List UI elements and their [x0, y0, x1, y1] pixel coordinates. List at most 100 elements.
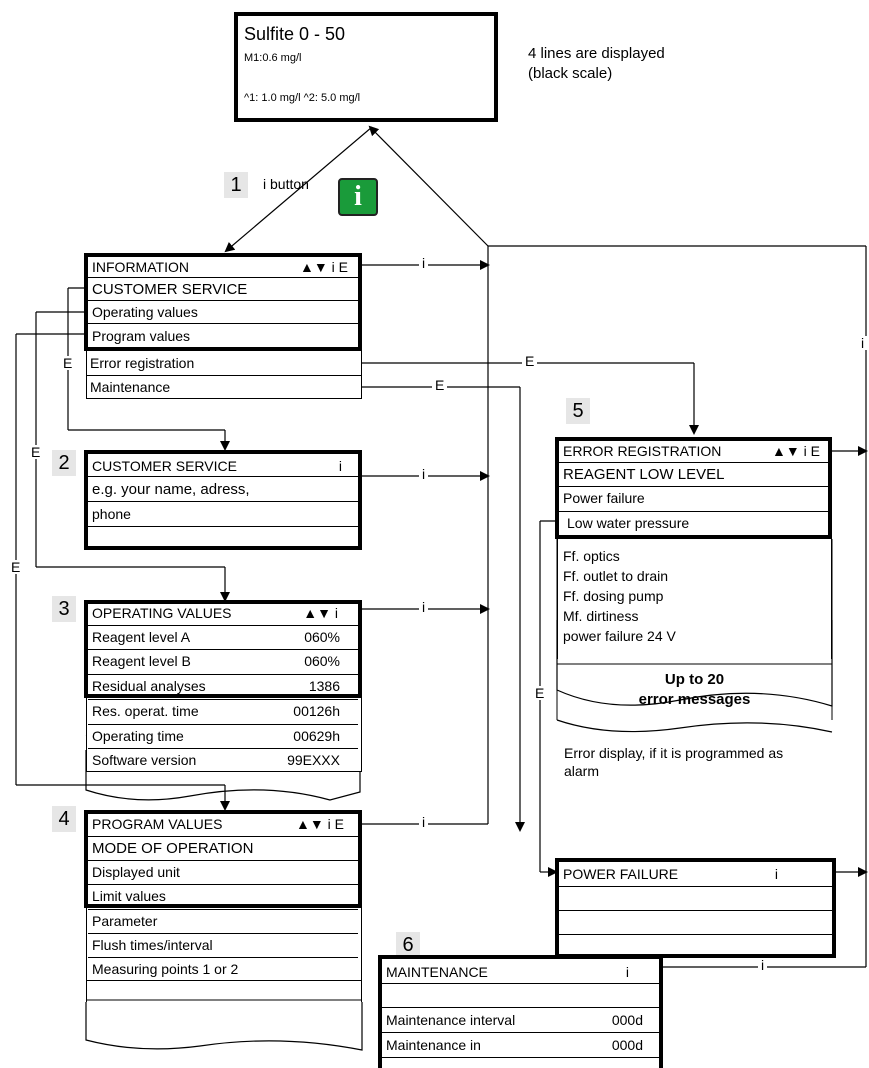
operating-values-row-label: Software version — [92, 752, 197, 768]
program-values-item[interactable]: Limit values — [88, 884, 358, 907]
divider — [88, 476, 358, 477]
maintenance-keys: i — [625, 964, 629, 980]
operating-values-row-label: Reagent level A — [92, 629, 191, 645]
error-registration-item[interactable]: Low water pressure — [559, 511, 828, 534]
customer-service-panel: CUSTOMER SERVICE i e.g. your name, adres… — [84, 450, 362, 550]
program-values-title: PROGRAM VALUES ▲▼ i E — [88, 813, 358, 835]
operating-values-row: Res. operat. time 00126h — [88, 699, 358, 722]
menu-item-customer-service[interactable]: CUSTOMER SERVICE — [92, 280, 248, 298]
operating-values-row: Operating time 00629h — [88, 724, 358, 747]
error-registration-item[interactable]: REAGENT LOW LEVEL — [559, 462, 828, 485]
customer-service-title-text: CUSTOMER SERVICE — [92, 458, 237, 474]
connector-label-e: E — [432, 378, 448, 392]
connector-label-i: i — [419, 467, 429, 481]
operating-values-row-value: 060% — [304, 629, 340, 645]
display-line4: ^1: 1.0 mg/l ^2: 5.0 mg/l — [244, 92, 361, 104]
connector-label-e: E — [522, 354, 538, 368]
connector-label-i: i — [419, 600, 429, 614]
connector-label-e: E — [60, 356, 76, 370]
divider — [559, 910, 832, 911]
maintenance-in-row: Maintenance in 000d — [382, 1033, 659, 1057]
operating-values-title-text: OPERATING VALUES — [92, 605, 232, 621]
operating-values-row-value: 00126h — [293, 703, 340, 719]
maintenance-panel: MAINTENANCE i Maintenance interval 000d … — [378, 955, 663, 1068]
information-menu — [84, 253, 362, 351]
maintenance-interval-row: Maintenance interval 000d — [382, 1008, 659, 1032]
step-number-4: 4 — [52, 806, 76, 832]
error-registration-title-text: ERROR REGISTRATION — [563, 443, 722, 459]
operating-values-row: Reagent level B 060% — [88, 649, 358, 672]
program-values-item[interactable]: Flush times/interval — [88, 933, 358, 956]
menu-item-maintenance[interactable]: Maintenance — [90, 379, 171, 395]
operating-values-row-label: Residual analyses — [92, 678, 206, 694]
customer-service-line1: e.g. your name, adress, — [92, 480, 250, 498]
divider — [88, 526, 358, 527]
menu-item-operating-values[interactable]: Operating values — [92, 304, 198, 320]
program-values-item[interactable]: MODE OF OPERATION — [88, 836, 358, 859]
menu-item-error-registration[interactable]: Error registration — [90, 355, 195, 371]
operating-values-row: Reagent level A 060% — [88, 625, 358, 648]
divider — [88, 277, 358, 278]
display-note: 4 lines are displayed (black scale) — [528, 44, 665, 83]
step-number-5: 5 — [566, 398, 590, 424]
connector-label-i: i — [758, 958, 768, 972]
display-line2: M1:0.6 mg/l — [244, 52, 302, 64]
step-number-2: 2 — [52, 450, 76, 476]
divider — [559, 886, 832, 887]
operating-values-keys: ▲▼ i — [303, 605, 338, 621]
divider — [382, 983, 659, 984]
error-note-line1: Error display, if it is programmed as — [564, 745, 784, 761]
connector-label-i: i — [419, 256, 429, 270]
error-list-item: Ff. outlet to drain — [563, 568, 669, 584]
maintenance-interval-label: Maintenance interval — [386, 1012, 516, 1028]
operating-values-title: OPERATING VALUES ▲▼ i — [88, 602, 358, 624]
connector-label-e: E — [8, 560, 24, 574]
error-registration-title: ERROR REGISTRATION ▲▼ i E — [559, 441, 828, 461]
program-values-item[interactable]: Parameter — [88, 909, 358, 932]
divider — [88, 300, 358, 301]
error-registration-item[interactable]: Power failure — [559, 486, 828, 509]
information-title: INFORMATION — [92, 259, 189, 275]
operating-values-row-label: Reagent level B — [92, 653, 191, 669]
error-registration-panel — [555, 437, 832, 539]
step-number-1: 1 — [224, 172, 248, 198]
info-button-icon[interactable]: i — [338, 178, 378, 216]
program-values-item[interactable]: Displayed unit — [88, 860, 358, 883]
operating-values-row-value: 060% — [304, 653, 340, 669]
program-values-item[interactable]: Measuring points 1 or 2 — [88, 957, 358, 980]
information-keys: ▲▼ i E — [300, 259, 348, 275]
display-screen: Sulfite 0 - 50 M1:0.6 mg/l ^1: 1.0 mg/l … — [234, 12, 498, 122]
divider — [88, 323, 358, 324]
error-note: Error display, if it is programmed as al… — [564, 744, 783, 780]
connector-label-e: E — [28, 445, 44, 459]
divider — [382, 1007, 659, 1008]
maintenance-in-value: 000d — [611, 1037, 643, 1053]
maintenance-in-label: Maintenance in — [386, 1037, 481, 1053]
display-note-line1: 4 lines are displayed — [528, 45, 665, 62]
error-registration-keys: ▲▼ i E — [772, 443, 820, 459]
maintenance-title: MAINTENANCE i — [382, 961, 659, 983]
operating-values-row-value: 00629h — [293, 728, 340, 744]
program-values-title-text: PROGRAM VALUES — [92, 816, 223, 832]
customer-service-line2: phone — [92, 506, 131, 522]
divider — [559, 934, 832, 935]
power-failure-panel: POWER FAILURE i — [555, 858, 836, 958]
menu-item-program-values[interactable]: Program values — [92, 327, 191, 344]
power-failure-keys: i — [774, 866, 778, 882]
operating-values-row-label: Operating time — [92, 728, 184, 744]
customer-service-title: CUSTOMER SERVICE i — [88, 456, 358, 476]
program-values-panel — [84, 810, 362, 908]
maintenance-interval-value: 000d — [611, 1012, 643, 1028]
divider — [86, 375, 362, 376]
operating-values-row-label: Res. operat. time — [92, 703, 199, 719]
error-list-item: Mf. dirtiness — [563, 608, 639, 624]
display-note-line2: (black scale) — [528, 64, 613, 82]
error-list-item: Ff. optics — [563, 548, 620, 564]
display-title: Sulfite 0 - 50 — [244, 24, 346, 44]
divider — [382, 1032, 659, 1033]
error-footer-line2: error messages — [638, 691, 751, 708]
connector-label-e: E — [532, 686, 548, 700]
ibutton-label: i button — [263, 176, 309, 192]
